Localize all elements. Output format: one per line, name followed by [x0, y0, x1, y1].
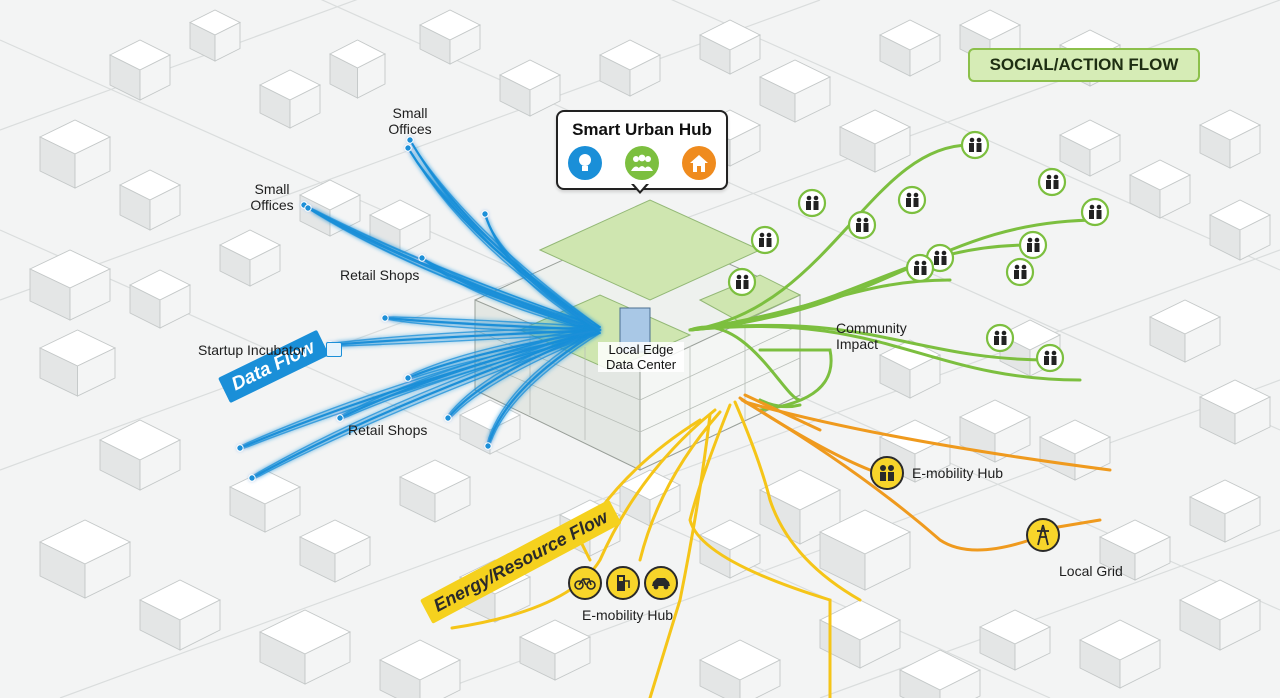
data-endpoint	[485, 443, 491, 449]
person-node	[1037, 345, 1063, 371]
background-building	[30, 250, 110, 320]
background-building	[420, 10, 480, 64]
data-endpoint	[445, 415, 451, 421]
data-endpoint	[419, 255, 425, 261]
community-people-icon	[625, 146, 659, 180]
background-building	[500, 60, 560, 116]
data-endpoint	[337, 415, 343, 421]
background-building	[700, 20, 760, 74]
data-endpoint	[305, 205, 311, 211]
background-building	[820, 600, 900, 668]
background-building	[1200, 110, 1260, 168]
person-node	[1082, 199, 1108, 225]
background-building	[40, 120, 110, 188]
person-node	[1039, 169, 1065, 195]
background-building	[40, 520, 130, 598]
person-node	[907, 255, 933, 281]
incubator-box-icon	[326, 342, 342, 357]
emobility-hub-label-bottom: E-mobility Hub	[582, 607, 673, 623]
background-building	[520, 620, 590, 680]
social-flow-label: SOCIAL/ACTION FLOW	[968, 48, 1200, 82]
background-building	[1190, 480, 1260, 542]
background-building	[880, 20, 940, 76]
hub-callout-pointer-fill	[633, 183, 647, 191]
background-building	[840, 110, 910, 172]
background-building	[1060, 120, 1120, 176]
person-node	[752, 227, 778, 253]
background-building	[300, 520, 370, 582]
background-building	[40, 330, 115, 396]
hub-title: Smart Urban Hub	[558, 120, 726, 140]
background-building	[260, 70, 320, 128]
background-building	[1200, 380, 1270, 444]
background-building	[400, 460, 470, 522]
background-building	[1040, 420, 1110, 480]
background-building	[220, 230, 280, 286]
home-icon	[682, 146, 716, 180]
background-building	[760, 60, 830, 122]
person-node	[899, 187, 925, 213]
emobility-icon-group	[568, 566, 678, 600]
lightbulb-icon	[568, 146, 602, 180]
background-building	[130, 270, 190, 328]
background-building	[260, 610, 350, 684]
small-offices-label-left: Small Offices	[240, 181, 304, 213]
background-building	[190, 10, 240, 61]
background-building	[380, 640, 460, 698]
data-endpoint	[405, 145, 411, 151]
data-endpoint	[405, 375, 411, 381]
background-building	[980, 610, 1050, 670]
hub-callout: Smart Urban Hub	[556, 110, 728, 190]
people-icon	[870, 456, 904, 490]
bicycle-icon	[568, 566, 602, 600]
data-endpoint	[407, 137, 413, 143]
person-node	[1020, 232, 1046, 258]
background-building	[700, 640, 780, 698]
retail-shops-label-bottom: Retail Shops	[348, 422, 427, 438]
background-building	[1130, 160, 1190, 218]
data-endpoint	[482, 211, 488, 217]
background-building	[330, 40, 385, 98]
startup-incubator-label: Startup Incubator	[198, 342, 305, 358]
background-building	[1080, 620, 1160, 688]
pylon-icon	[1026, 518, 1060, 552]
community-impact-label: Community Impact	[836, 320, 916, 352]
person-node	[1007, 259, 1033, 285]
background-building	[600, 40, 660, 96]
emobility-hub-label-right: E-mobility Hub	[912, 465, 1003, 481]
data-endpoint	[237, 445, 243, 451]
edge-data-center-label: Local Edge Data Center	[598, 342, 684, 372]
person-node	[987, 325, 1013, 351]
data-endpoint	[249, 475, 255, 481]
charging-station-icon	[606, 566, 640, 600]
data-endpoint	[382, 315, 388, 321]
person-node	[729, 269, 755, 295]
background-building	[120, 170, 180, 230]
background-building	[100, 420, 180, 490]
person-node	[799, 190, 825, 216]
person-node	[849, 212, 875, 238]
background-building	[110, 40, 170, 100]
background-building	[140, 580, 220, 650]
retail-shops-label-top: Retail Shops	[340, 267, 419, 283]
background-building	[1180, 580, 1260, 650]
car-icon	[644, 566, 678, 600]
local-grid-label: Local Grid	[1059, 563, 1123, 579]
background-building	[1210, 200, 1270, 260]
background-building	[1150, 300, 1220, 362]
person-node	[962, 132, 988, 158]
background-building	[900, 650, 980, 698]
background-building	[230, 470, 300, 532]
small-offices-label-top: Small Offices	[378, 105, 442, 137]
